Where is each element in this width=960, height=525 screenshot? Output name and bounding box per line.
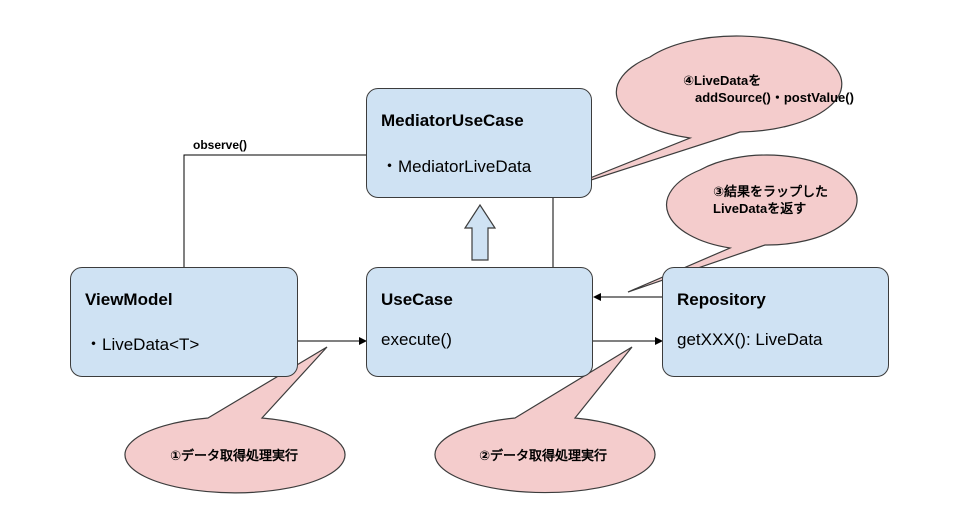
callout-step3-bubble [627,154,858,293]
mediator-usecase-box: MediatorUseCase ・MediatorLiveData [366,88,592,198]
callout-step3-line1: ③結果をラップした [713,184,829,199]
repository-title: Repository [677,290,766,309]
viewmodel-member: ・LiveData<T> [85,335,200,354]
block-up-arrow [463,203,497,261]
callout-step3-text: ③結果をラップした LiveDataを返す [713,183,828,217]
callout-step4-text: ④LiveDataを addSource()・postValue() [683,72,854,106]
usecase-title: UseCase [381,290,453,309]
callout-step1-bubble [124,346,346,494]
repository-box: Repository getXXX(): LiveData [662,267,889,377]
callout-step3-line2: LiveDataを返す [713,201,807,216]
observe-edge [183,151,375,267]
callout-step4-line1: ④LiveDataを [683,73,762,88]
callout-step1-text: ①データ取得処理実行 [170,448,299,463]
viewmodel-title: ViewModel [85,290,173,309]
callout-step4-bubble [559,35,843,191]
mediator-usecase-title: MediatorUseCase [381,111,524,130]
callout-step4-line2: addSource()・postValue() [695,90,854,105]
callout-step2-bubble [434,346,656,494]
observe-edge-label: observe() [193,138,248,152]
callout-step2-text: ②データ取得処理実行 [479,448,608,463]
mediator-usecase-member: ・MediatorLiveData [381,157,532,176]
viewmodel-box: ViewModel ・LiveData<T> [70,267,298,377]
repository-member: getXXX(): LiveData [677,330,823,349]
usecase-box: UseCase execute() [366,267,593,377]
usecase-member: execute() [381,330,452,349]
